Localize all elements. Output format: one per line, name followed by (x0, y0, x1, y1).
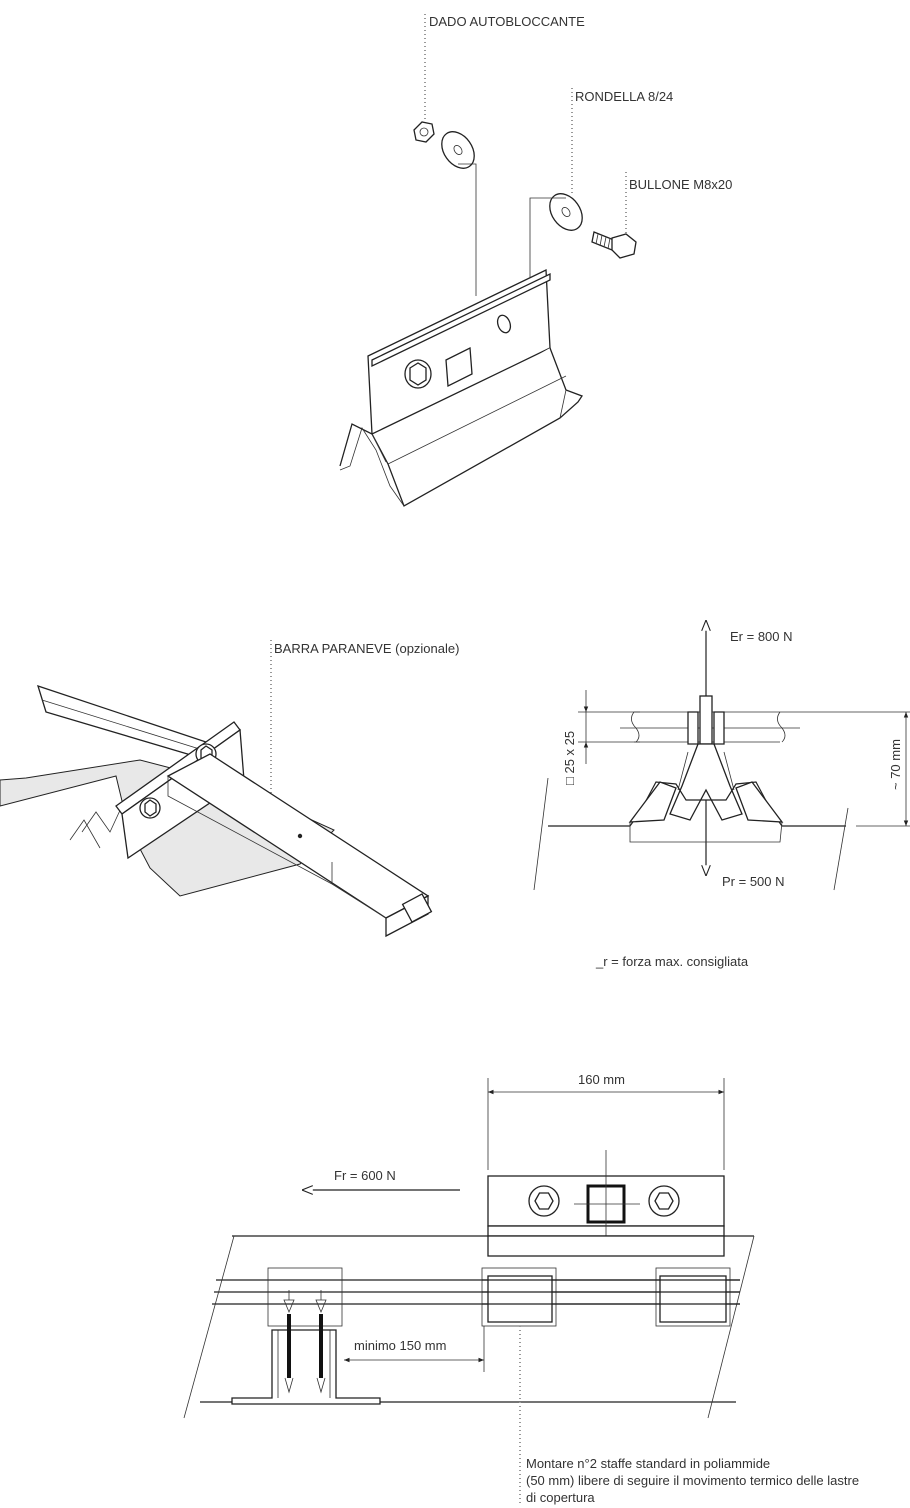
bar-section-dimension: □ 25 x 25 (562, 731, 577, 785)
self-locking-nut (413, 121, 435, 143)
snow-bar-view: BARRA PARANEVE (opzionale) (0, 640, 459, 938)
height-dimension: ~ 70 mm (888, 739, 903, 790)
er-force-label: Er = 800 N (730, 629, 793, 644)
bolt-head-right (648, 1185, 680, 1217)
washer-right (549, 193, 583, 231)
note-line-2: (50 mm) libere di seguire il movimento t… (526, 1473, 859, 1488)
washer-label: RONDELLA 8/24 (575, 89, 673, 104)
exploded-view: DADO AUTOBLOCCANTE RONDELLA 8/24 BULLONE… (339, 14, 732, 507)
fr-force-label: Fr = 600 N (334, 1168, 396, 1183)
snow-bar-label: BARRA PARANEVE (opzionale) (274, 641, 459, 656)
washer-left (441, 131, 475, 169)
screw-fixing-detail (231, 1267, 381, 1405)
force-legend: _r = forza max. consigliata (595, 954, 749, 969)
plan-view: 160 mm Fr = 600 N (183, 1072, 859, 1506)
width-dimension: 160 mm (578, 1072, 625, 1087)
min-distance-dimension: minimo 150 mm (354, 1338, 446, 1353)
bolt-label: BULLONE M8x20 (629, 177, 732, 192)
note-line-3: di copertura (526, 1490, 595, 1505)
nut-label: DADO AUTOBLOCCANTE (429, 14, 585, 29)
square-snow-bar (166, 753, 433, 938)
bracket-exploded (339, 268, 583, 507)
pr-force-label: Pr = 500 N (722, 874, 785, 889)
bolt-head-left (528, 1185, 560, 1217)
note-line-1: Montare n°2 staffe standard in poliammid… (526, 1456, 770, 1471)
cross-section-view: □ 25 x 25 ~ 70 mm Er = 800 N Pr = 500 N … (533, 620, 910, 969)
bolt-m8 (591, 231, 637, 259)
